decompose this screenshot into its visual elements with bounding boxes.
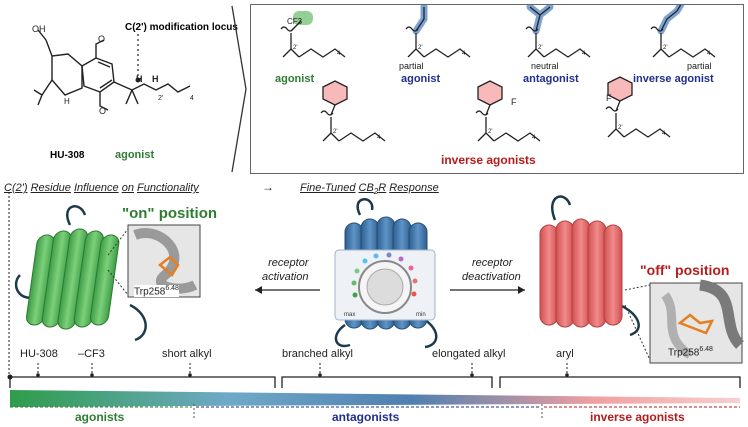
row1-prefix-3: partial	[687, 61, 712, 71]
svg-text:4: 4	[582, 51, 586, 57]
blue-receptor: max min	[334, 198, 438, 349]
heading-right-word-0: Fine-Tuned	[300, 182, 356, 194]
green-receptor	[14, 205, 147, 342]
heading-right-word-4: Response	[389, 182, 439, 194]
red-receptor	[539, 195, 640, 337]
tick-label-elongated-alkyl: elongated alkyl	[432, 348, 506, 360]
scale-brackets	[9, 376, 741, 388]
category-agonists: agonists	[75, 410, 125, 424]
svg-text:H: H	[64, 97, 70, 106]
heading-word-2: Influence	[73, 182, 119, 194]
hu308-structure-drawing: OH O O H H H 2' 4	[32, 24, 194, 116]
modification-locus-label: C(2') modification locus	[125, 22, 238, 33]
analog-structures: 2' 4 2' 4 2' 4 2' 4 2' 4 2' 4 2' 4	[280, 0, 716, 142]
svg-text:4: 4	[707, 51, 711, 57]
residue-right-label: Trp2586.48	[668, 346, 713, 359]
tick-label-hu308: HU-308	[20, 348, 58, 360]
heading-word-1: Residue	[30, 182, 71, 194]
row2-analog-2: 2' 4	[605, 76, 671, 138]
deactivation-label: receptor deactivation	[462, 257, 521, 283]
heading-right-word-1: CB2R	[358, 182, 387, 197]
row1-analog-3: 2' 4	[650, 0, 716, 58]
svg-text:2': 2'	[538, 45, 542, 51]
svg-text:4: 4	[532, 135, 536, 141]
svg-text:4: 4	[462, 51, 466, 57]
on-position-label: "on" position	[122, 205, 218, 222]
svg-text:4: 4	[662, 131, 666, 137]
heading-right: Fine-Tuned CB2R Response	[300, 182, 439, 196]
row1-prefix-1: partial	[399, 61, 424, 71]
row1-activity-0: agonist	[275, 73, 315, 85]
row1-analog-0: 2' 4	[280, 11, 346, 58]
svg-text:4: 4	[337, 51, 341, 57]
tick-label-cf3: –CF3	[78, 348, 105, 360]
chevron-divider	[231, 5, 247, 173]
hu308-activity-label: agonist	[115, 149, 155, 161]
tick-label-branched-alkyl: branched alkyl	[282, 348, 353, 360]
row2-activity-label: inverse agonists	[441, 153, 536, 167]
dial-min-label: min	[416, 312, 426, 318]
svg-text:O: O	[98, 34, 105, 44]
svg-text:2': 2'	[618, 125, 622, 131]
row1-activity-2: antagonist	[523, 73, 579, 85]
heading-word-4: Functionality	[137, 182, 199, 194]
row1-analog-2: 2' 4	[525, 3, 591, 58]
category-inverse-agonists: inverse agonists	[590, 410, 685, 424]
fluoro-label-2: F	[606, 93, 612, 103]
svg-text:2': 2'	[158, 95, 163, 102]
scale-bar	[7, 363, 741, 418]
analog-panel: 2' 4 2' 4 2' 4 2' 4 2' 4 2' 4 2' 4 agonist partial a…	[250, 0, 744, 174]
svg-text:O: O	[99, 106, 106, 116]
off-position-label: "off" position	[640, 262, 730, 278]
svg-text:4: 4	[377, 135, 381, 141]
row1-analog-1: 2' 4	[405, 3, 471, 58]
cf3-label: CF3	[287, 17, 303, 26]
heading-arrow: →	[262, 180, 274, 194]
activation-label: receptor activation	[262, 257, 309, 283]
row1-activity-3: inverse agonist	[633, 73, 714, 85]
svg-text:2': 2'	[418, 45, 422, 51]
svg-text:OH: OH	[32, 24, 46, 34]
svg-text:2': 2'	[663, 45, 667, 51]
residue-left-label: Trp2586.48	[134, 285, 179, 298]
row2-analog-1: 2' 4	[475, 80, 541, 142]
svg-text:2': 2'	[333, 129, 337, 135]
hu308-structure-panel: OH O O H H H 2' 4 C(2') modification loc…	[20, 0, 245, 175]
heading-word-3: on	[121, 182, 134, 194]
svg-text:2': 2'	[293, 45, 297, 51]
category-antagonists: antagonists	[332, 410, 400, 424]
svg-text:4: 4	[190, 95, 194, 102]
receptor-illustration: max min	[14, 195, 745, 364]
svg-text:2': 2'	[488, 129, 492, 135]
heading-left: C(2') Residue Influence on Functionality	[4, 182, 199, 194]
fluoro-label-1: F	[511, 97, 517, 107]
row1-prefix-2: neutral	[531, 61, 559, 71]
left-guide-line	[8, 192, 10, 378]
scale-gradient	[10, 390, 740, 407]
hu308-label: HU-308	[50, 150, 85, 161]
dial-dots	[351, 252, 418, 298]
heading-word-0: C(2')	[4, 182, 28, 194]
svg-text:H: H	[152, 74, 159, 84]
row2-analog-0: 2' 4	[320, 80, 386, 142]
tick-label-short-alkyl: short alkyl	[162, 348, 212, 360]
tick-label-aryl: aryl	[556, 348, 574, 360]
dial-max-label: max	[344, 312, 355, 318]
row1-activity-1: agonist	[401, 73, 441, 85]
